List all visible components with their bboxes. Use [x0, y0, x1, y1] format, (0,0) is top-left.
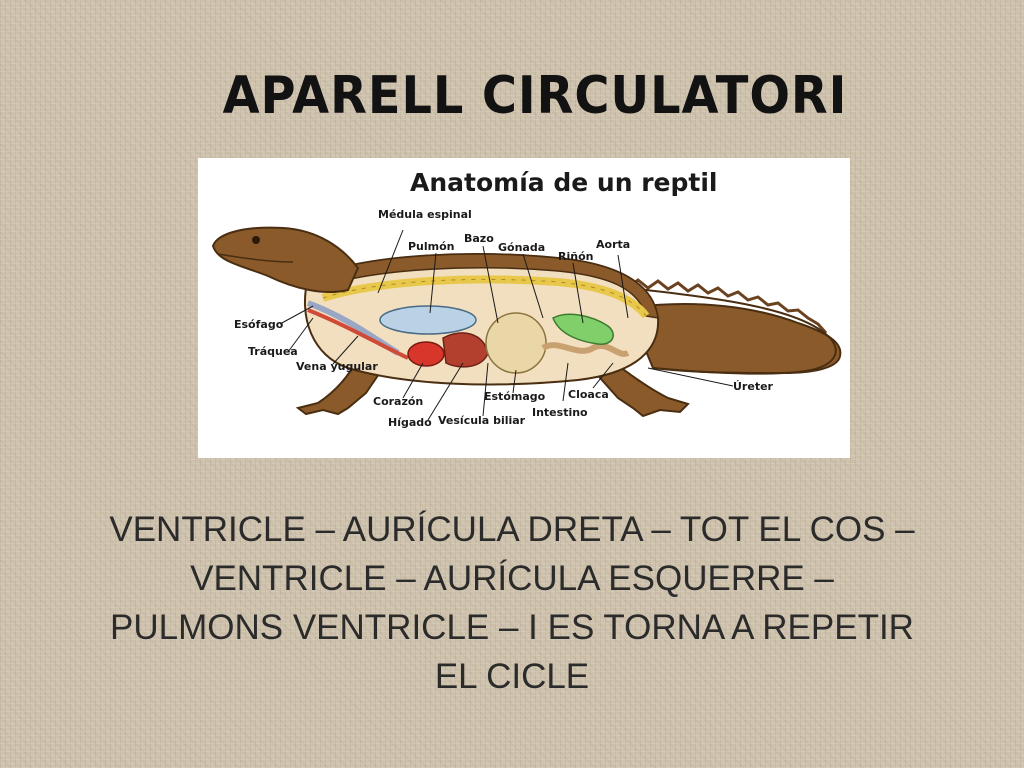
label-gonada: Gónada: [498, 241, 545, 254]
slide-title: APARELL CIRCULATORI: [222, 66, 848, 126]
body-line: VENTRICLE – AURÍCULA ESQUERRE –: [190, 559, 834, 598]
label-higado: Hígado: [388, 416, 432, 429]
label-intestino: Intestino: [532, 406, 588, 419]
reptile-tail: [626, 302, 842, 375]
trachea: [307, 308, 409, 360]
label-rinon: Riñón: [558, 250, 593, 263]
kidney-organ: [552, 313, 614, 345]
label-estomago: Estómago: [484, 390, 546, 403]
reptile-head: [211, 226, 360, 293]
label-medula: Médula espinal: [378, 208, 472, 221]
label-esofago: Esófago: [234, 318, 284, 331]
body-line: EL CICLE: [434, 657, 590, 696]
label-vena: Vena yugular: [296, 360, 378, 373]
label-pulmon: Pulmón: [408, 240, 455, 253]
intestine-organ: [541, 342, 630, 357]
lung-organ: [379, 305, 477, 335]
reptile-anatomy-figure: Anatomía de un reptil: [198, 158, 850, 458]
label-bazo: Bazo: [464, 232, 494, 245]
label-vesicula: Vesícula biliar: [438, 414, 526, 427]
figure-title: Anatomía de un reptil: [410, 168, 717, 197]
label-traquea: Tráquea: [248, 345, 298, 358]
body-line: PULMONS VENTRICLE – I ES TORNA A REPETIR: [110, 608, 914, 647]
label-corazon: Corazón: [373, 395, 423, 408]
reptile-eye: [252, 236, 260, 244]
circulation-description: VENTRICLE – AURÍCULA DRETA – TOT EL COS …: [40, 505, 984, 701]
reptile-tail-spikes: [627, 278, 828, 334]
label-aorta: Aorta: [596, 238, 630, 251]
stomach-organ: [485, 312, 547, 374]
label-cloaca: Cloaca: [568, 388, 609, 401]
body-line: VENTRICLE – AURÍCULA DRETA – TOT EL COS …: [109, 510, 915, 549]
label-ureter: Úreter: [733, 380, 774, 393]
heart-organ: [407, 341, 445, 367]
